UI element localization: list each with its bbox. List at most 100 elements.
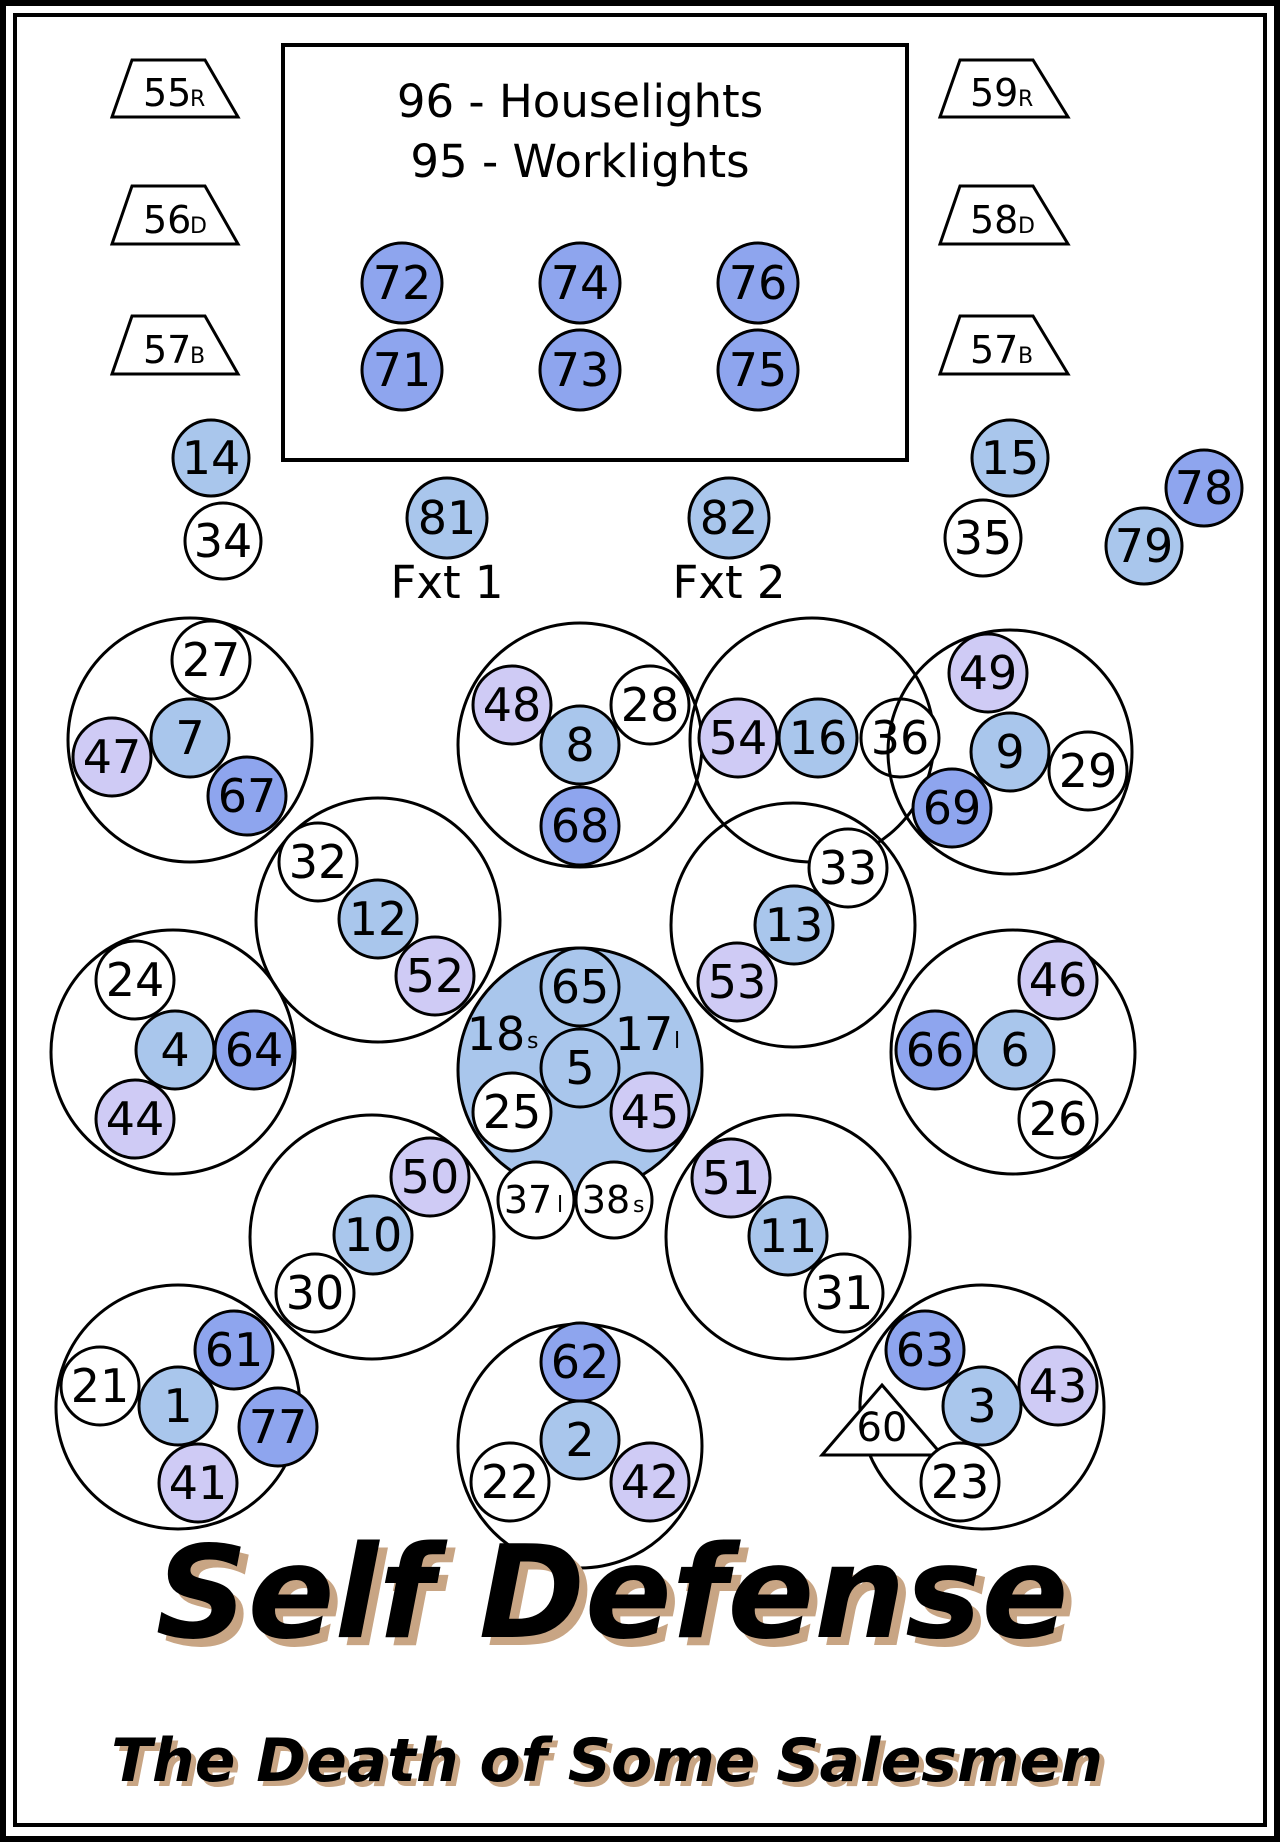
channel-30[interactable] [274,1252,356,1334]
channel-42[interactable] [609,1441,691,1523]
channel-81[interactable] [405,476,489,560]
channel-68[interactable] [539,785,621,867]
channel-11[interactable] [747,1195,829,1277]
channel-74[interactable] [538,241,622,325]
side-units-left: 55 R 56 D 57 B [109,58,241,376]
unit-55r-num: 55 [143,71,191,115]
channel-53[interactable] [696,941,778,1023]
unit-59r[interactable] [937,58,1071,119]
channel-10[interactable] [332,1194,414,1276]
channel-65[interactable] [539,946,621,1028]
channel-32[interactable] [277,821,359,903]
channel-18-label[interactable]: 18 [467,1007,526,1061]
channel-6[interactable] [974,1009,1056,1091]
area-6: 46 66 26 6 [889,928,1137,1176]
unit-55r[interactable] [109,58,241,119]
channel-4[interactable] [134,1009,216,1091]
channel-7[interactable] [149,697,231,779]
channel-79[interactable] [1104,506,1184,586]
channel-12-label: 12 [349,892,408,946]
channel-27[interactable] [170,619,252,701]
channel-10-label: 10 [344,1208,403,1262]
unit-58d-num: 58 [970,198,1018,242]
channel-13[interactable] [753,884,835,966]
channel-15[interactable] [970,418,1050,498]
channel-61[interactable] [193,1309,275,1391]
channel-48[interactable] [471,664,553,746]
channel-67[interactable] [206,755,288,837]
channel-71[interactable] [360,328,444,412]
channel-21[interactable] [59,1345,141,1427]
channel-72[interactable] [360,241,444,325]
channel-50[interactable] [389,1136,471,1218]
channel-22[interactable] [469,1441,551,1523]
channel-60[interactable] [818,1382,946,1457]
channel-79-label: 79 [1115,519,1174,573]
channel-54[interactable] [697,697,779,779]
channel-36-label: 36 [871,711,930,765]
channel-31[interactable] [803,1252,885,1334]
area-12: 32 52 12 [254,796,502,1044]
channel-26[interactable] [1017,1078,1099,1160]
channel-60-label: 60 [857,1405,908,1451]
channel-73[interactable] [538,328,622,412]
channel-16[interactable] [777,697,859,779]
channel-63[interactable] [884,1309,966,1391]
area-9-circle [886,628,1134,876]
channel-29[interactable] [1047,730,1129,812]
channel-51[interactable] [690,1137,772,1219]
channel-25-label: 25 [483,1085,542,1139]
title: Self Defense [156,1519,1069,1668]
channel-47[interactable] [71,716,153,798]
channel-43[interactable] [1017,1345,1099,1427]
channel-3-label: 3 [967,1379,996,1433]
channel-9[interactable] [969,711,1051,793]
unit-57b-right-sub: B [1018,344,1033,369]
channel-45[interactable] [609,1071,691,1153]
channel-41[interactable] [157,1442,239,1524]
channel-75[interactable] [716,328,800,412]
area-10-circle [248,1113,496,1361]
area-16: 54 36 16 [688,616,941,864]
channel-28[interactable] [609,664,691,746]
unit-56d[interactable] [109,184,241,246]
channel-15-label: 15 [981,431,1040,485]
channel-77-label: 77 [249,1400,308,1454]
channel-44[interactable] [94,1078,176,1160]
channel-52[interactable] [394,935,476,1017]
channel-4-label: 4 [160,1023,189,1077]
channel-49-label: 49 [959,646,1018,700]
unit-58d[interactable] [937,184,1071,246]
area-10: 50 30 10 [248,1113,496,1361]
channel-34[interactable] [183,501,263,581]
channel-25[interactable] [471,1071,553,1153]
channel-77[interactable] [237,1386,319,1468]
channel-49[interactable] [947,632,1029,714]
unit-57b-left[interactable] [109,314,241,376]
area-8: 48 28 68 8 [456,621,704,869]
channel-76[interactable] [716,241,800,325]
channel-69[interactable] [911,767,993,849]
channel-3[interactable] [941,1365,1023,1447]
channel-2[interactable] [539,1399,621,1481]
channel-12[interactable] [337,878,419,960]
channel-38[interactable] [574,1160,654,1240]
channel-14[interactable] [171,418,251,498]
channel-24[interactable] [94,939,176,1021]
channel-8[interactable] [539,704,621,786]
channel-17-label[interactable]: 17 [615,1007,674,1061]
channel-42-label: 42 [621,1455,680,1509]
channel-33[interactable] [807,827,889,909]
unit-57b-right[interactable] [937,314,1071,376]
channel-78[interactable] [1164,448,1244,528]
channel-46[interactable] [1017,939,1099,1021]
channel-67-label: 67 [218,769,277,823]
channel-41-label: 41 [169,1456,228,1510]
channel-23[interactable] [919,1441,1001,1523]
channel-35[interactable] [943,498,1023,578]
channel-1[interactable] [137,1365,219,1447]
channel-5[interactable] [539,1027,621,1109]
channel-66[interactable] [894,1009,976,1091]
channel-37[interactable] [496,1160,576,1240]
channel-82[interactable] [687,476,771,560]
